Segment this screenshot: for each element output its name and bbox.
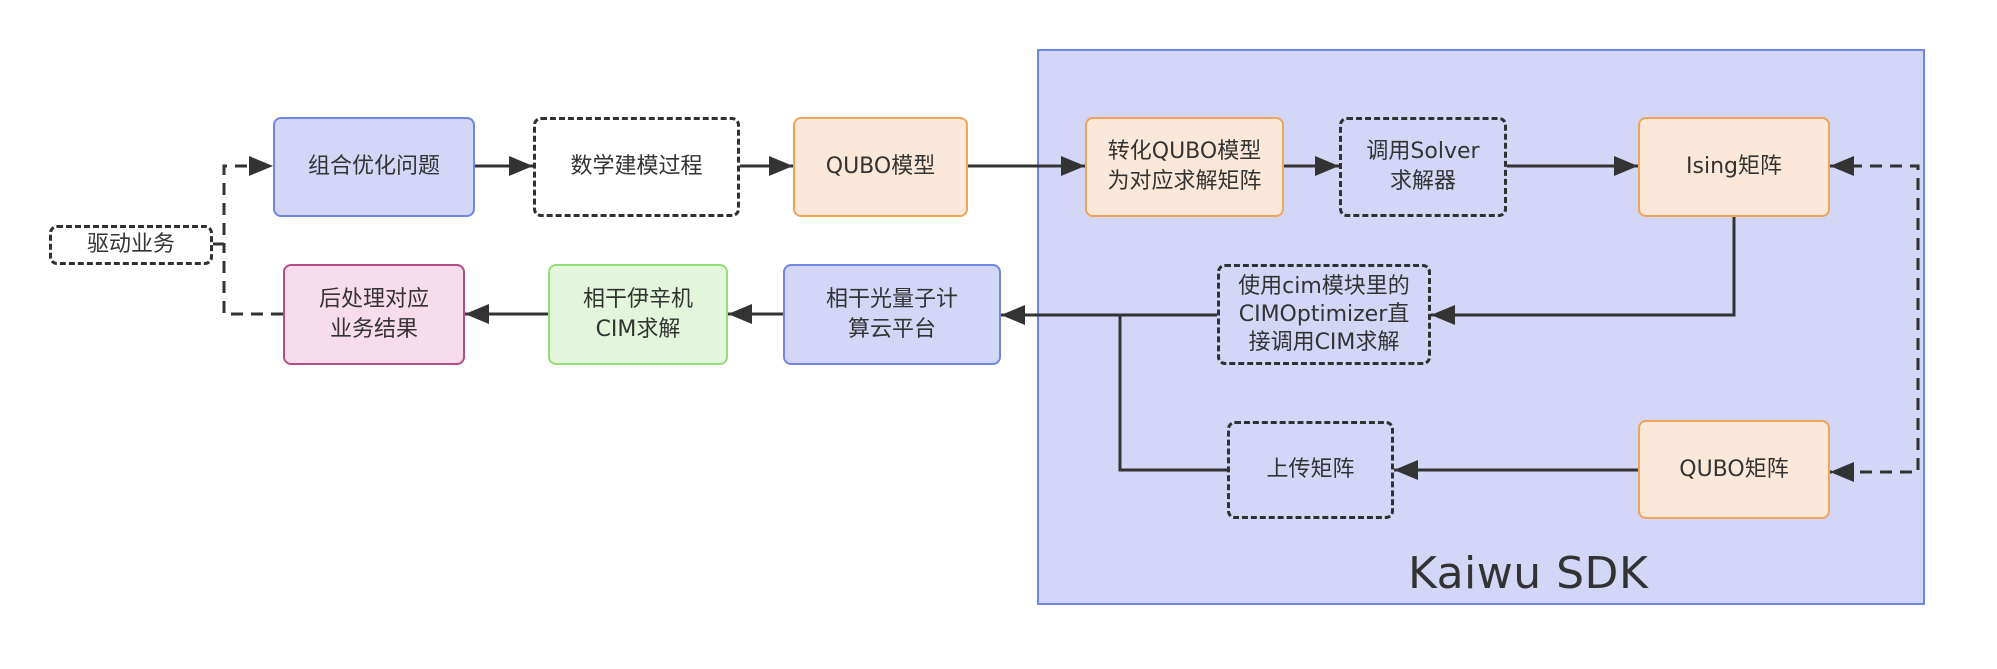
node-label: QUBO矩阵 xyxy=(1679,456,1789,482)
edge-post-to-drive xyxy=(222,244,283,316)
node-label: QUBO模型 xyxy=(825,154,936,179)
node-upload-matrix[interactable]: 上传矩阵 xyxy=(1227,421,1394,519)
node-qubo-matrix[interactable]: QUBO矩阵 xyxy=(1638,420,1830,519)
node-combinatorial-problem[interactable]: 组合优化问题 xyxy=(273,117,475,217)
node-math-modeling[interactable]: 数学建模过程 xyxy=(533,117,740,217)
node-label: 后处理对应 业务结果 xyxy=(318,286,429,342)
node-label: 转化QUBO模型 为对应求解矩阵 xyxy=(1107,139,1262,194)
node-label: 相干光量子计 算云平台 xyxy=(825,286,958,342)
kaiwu-sdk-label: Kaiwu SDK xyxy=(1408,548,1649,599)
edge-drive-to-problem xyxy=(213,156,273,246)
node-label: 数学建模过程 xyxy=(570,154,703,179)
node-label: 上传矩阵 xyxy=(1266,457,1355,482)
node-cim-solve[interactable]: 相干伊辛机 CIM求解 xyxy=(548,264,728,365)
node-call-solver[interactable]: 调用Solver 求解器 xyxy=(1339,117,1507,217)
node-drive-business[interactable]: 驱动业务 xyxy=(49,225,213,265)
node-label: 驱动业务 xyxy=(86,232,175,257)
node-cloud-platform[interactable]: 相干光量子计 算云平台 xyxy=(783,264,1001,365)
node-label: 调用Solver 求解器 xyxy=(1366,139,1480,194)
node-label: 组合优化问题 xyxy=(307,154,440,179)
node-label: Ising矩阵 xyxy=(1686,154,1782,179)
node-label: 相干伊辛机 CIM求解 xyxy=(582,286,693,342)
node-qubo-model[interactable]: QUBO模型 xyxy=(793,117,968,217)
node-ising-matrix[interactable]: Ising矩阵 xyxy=(1638,117,1830,217)
node-cim-optimizer[interactable]: 使用cim模块里的 CIMOptimizer直 接调用CIM求解 xyxy=(1217,264,1431,365)
node-post-process[interactable]: 后处理对应 业务结果 xyxy=(283,264,465,365)
node-convert-qubo[interactable]: 转化QUBO模型 为对应求解矩阵 xyxy=(1085,117,1284,217)
node-label: 使用cim模块里的 CIMOptimizer直 接调用CIM求解 xyxy=(1238,273,1410,355)
